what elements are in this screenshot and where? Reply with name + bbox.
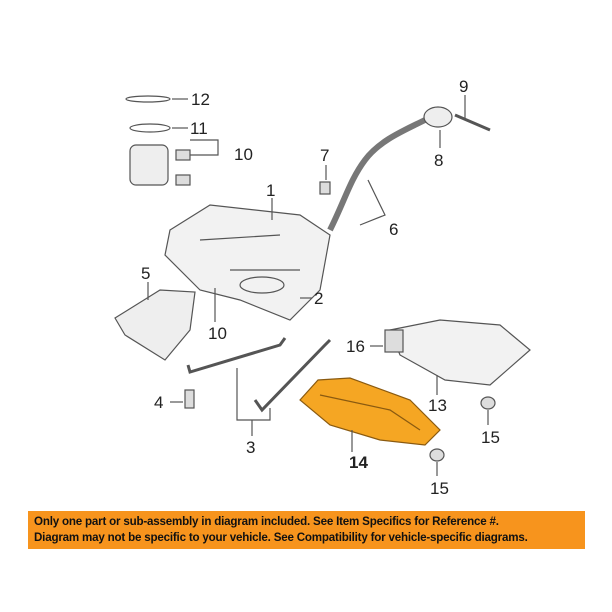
fuel-tank-straps [186,337,332,436]
shield-14-highlighted [299,377,441,452]
shield-13 [370,319,531,395]
callout-10: 10 [234,145,253,164]
disclaimer-banner: Only one part or sub-assembly in diagram… [28,511,585,549]
callout-2: 2 [314,289,324,308]
seal-ring-12 [125,95,188,103]
callout-12: 12 [191,90,210,109]
callout-8: 8 [434,151,444,170]
clip-15a [480,396,496,425]
fuel-filler-neck [327,95,491,232]
callout-4: 4 [154,393,164,412]
seal-ring-11 [129,123,188,133]
callout-10-lower: 10 [208,324,227,343]
callout-14-highlighted: 14 [349,453,368,472]
callout-15-upper: 15 [481,428,500,447]
callout-15-lower: 15 [430,479,449,498]
callout-3: 3 [246,438,256,457]
bolt-7 [319,165,331,195]
clip-15b [429,448,445,476]
disclaimer-line-2: Diagram may not be specific to your vehi… [34,531,528,544]
callout-13: 13 [428,396,447,415]
callout-11: 11 [190,119,208,138]
callout-6: 6 [389,220,399,239]
callout-1: 1 [266,181,276,200]
heat-shield-5 [114,282,196,361]
disclaimer-line-1: Only one part or sub-assembly in diagram… [34,515,499,528]
fuel-tank [164,198,331,322]
bolt-4 [170,389,195,409]
fuel-pump-module [129,139,219,186]
callout-9: 9 [459,77,469,96]
callout-16: 16 [346,337,365,356]
callout-7: 7 [320,146,330,165]
callout-5: 5 [141,264,151,283]
